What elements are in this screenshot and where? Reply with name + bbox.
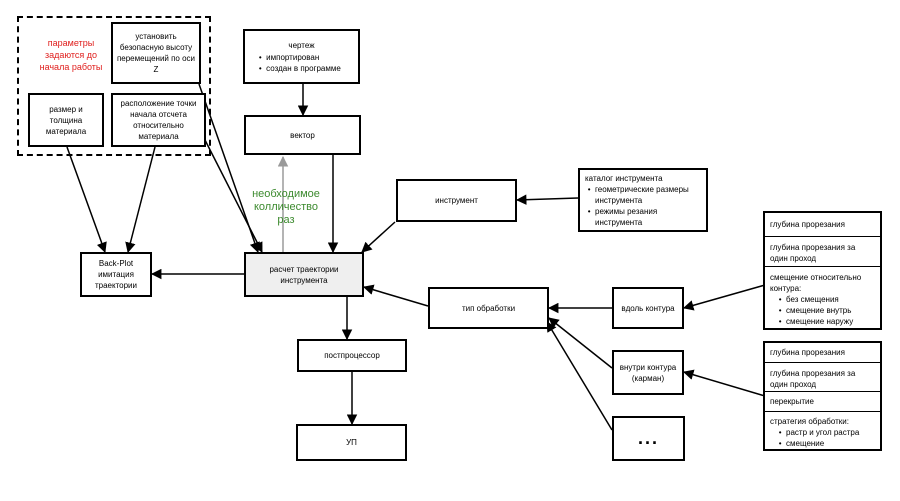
catalog-box: каталог инструмента геометрические разме… <box>578 168 708 232</box>
along-offset-item: смещение внутрь <box>786 305 875 316</box>
vector-box: вектор <box>244 115 361 155</box>
along-offset-title: смещение относительно контура: <box>770 273 862 293</box>
arrow-origin-toolpath <box>204 139 263 253</box>
pocket-pass-depth: глубина прорезания за один проход <box>765 363 880 392</box>
arrow-material-backplot <box>66 146 107 253</box>
along-depth: глубина прорезания <box>765 213 880 237</box>
drawing-item: импортирован <box>266 52 341 63</box>
drawing-item: создан в программе <box>266 63 341 74</box>
drawing-title: чертеж <box>288 40 315 50</box>
material-box: размер и толщина материала <box>28 93 104 147</box>
group-note: параметры задаются до начала работы <box>39 38 103 72</box>
pocket-strategy-item: растр и угол растра <box>786 427 875 438</box>
along-box: вдоль контура <box>612 287 684 329</box>
catalog-item: геометрические размеры инструмента <box>595 184 704 206</box>
arrow-origin-backplot <box>125 146 156 254</box>
arrow-inside-machining <box>548 317 613 369</box>
arrow-pocketparams-inside <box>682 369 766 397</box>
more-box: ... <box>612 416 685 461</box>
tool-box: инструмент <box>396 179 517 222</box>
pocket-strategy-title: стратегия обработки: <box>770 417 849 426</box>
pocket-overlap: перекрытие <box>765 392 880 412</box>
inside-box: внутри контура (карман) <box>612 350 684 395</box>
arrow-machining-toolpath <box>362 284 429 307</box>
toolpath-box: расчет траектории инструмента <box>244 252 364 297</box>
catalog-item: режимы резания инструмента <box>595 206 704 228</box>
pocket-depth: глубина прорезания <box>765 343 880 363</box>
pocket-strategy-item: смещение <box>786 438 875 449</box>
postprocessor-box: постпроцессор <box>297 339 407 372</box>
pocket-strategy: стратегия обработки: растр и угол растра… <box>765 412 880 451</box>
machining-box: тип обработки <box>428 287 549 329</box>
backplot-box: Back-Plot имитация траектории <box>80 252 152 297</box>
arrow-alongparams-along <box>682 284 766 311</box>
origin-box: расположение точки начала отсчета относи… <box>111 93 206 147</box>
along-params: глубина прорезания глубина прорезания за… <box>763 211 882 330</box>
arrow-more-machining <box>546 321 613 431</box>
repeat-note: необходимое колличество раз <box>252 188 320 226</box>
drawing-box: чертеж импортирован создан в программе <box>243 29 360 84</box>
up-box: УП <box>296 424 407 461</box>
arrow-tool-toolpath <box>361 221 396 253</box>
catalog-title: каталог инструмента <box>585 173 663 183</box>
arrow-catalog-tool <box>515 194 579 205</box>
along-offset: смещение относительно контура: без смеще… <box>765 267 880 329</box>
along-offset-item: смещение наружу <box>786 316 875 327</box>
pre-work-group <box>17 16 211 156</box>
pocket-params: глубина прорезания глубина прорезания за… <box>763 341 882 451</box>
along-offset-item: без смещения <box>786 294 875 305</box>
safe-height-box: установить безопасную высоту перемещений… <box>111 22 201 84</box>
along-pass-depth: глубина прорезания за один проход <box>765 237 880 267</box>
